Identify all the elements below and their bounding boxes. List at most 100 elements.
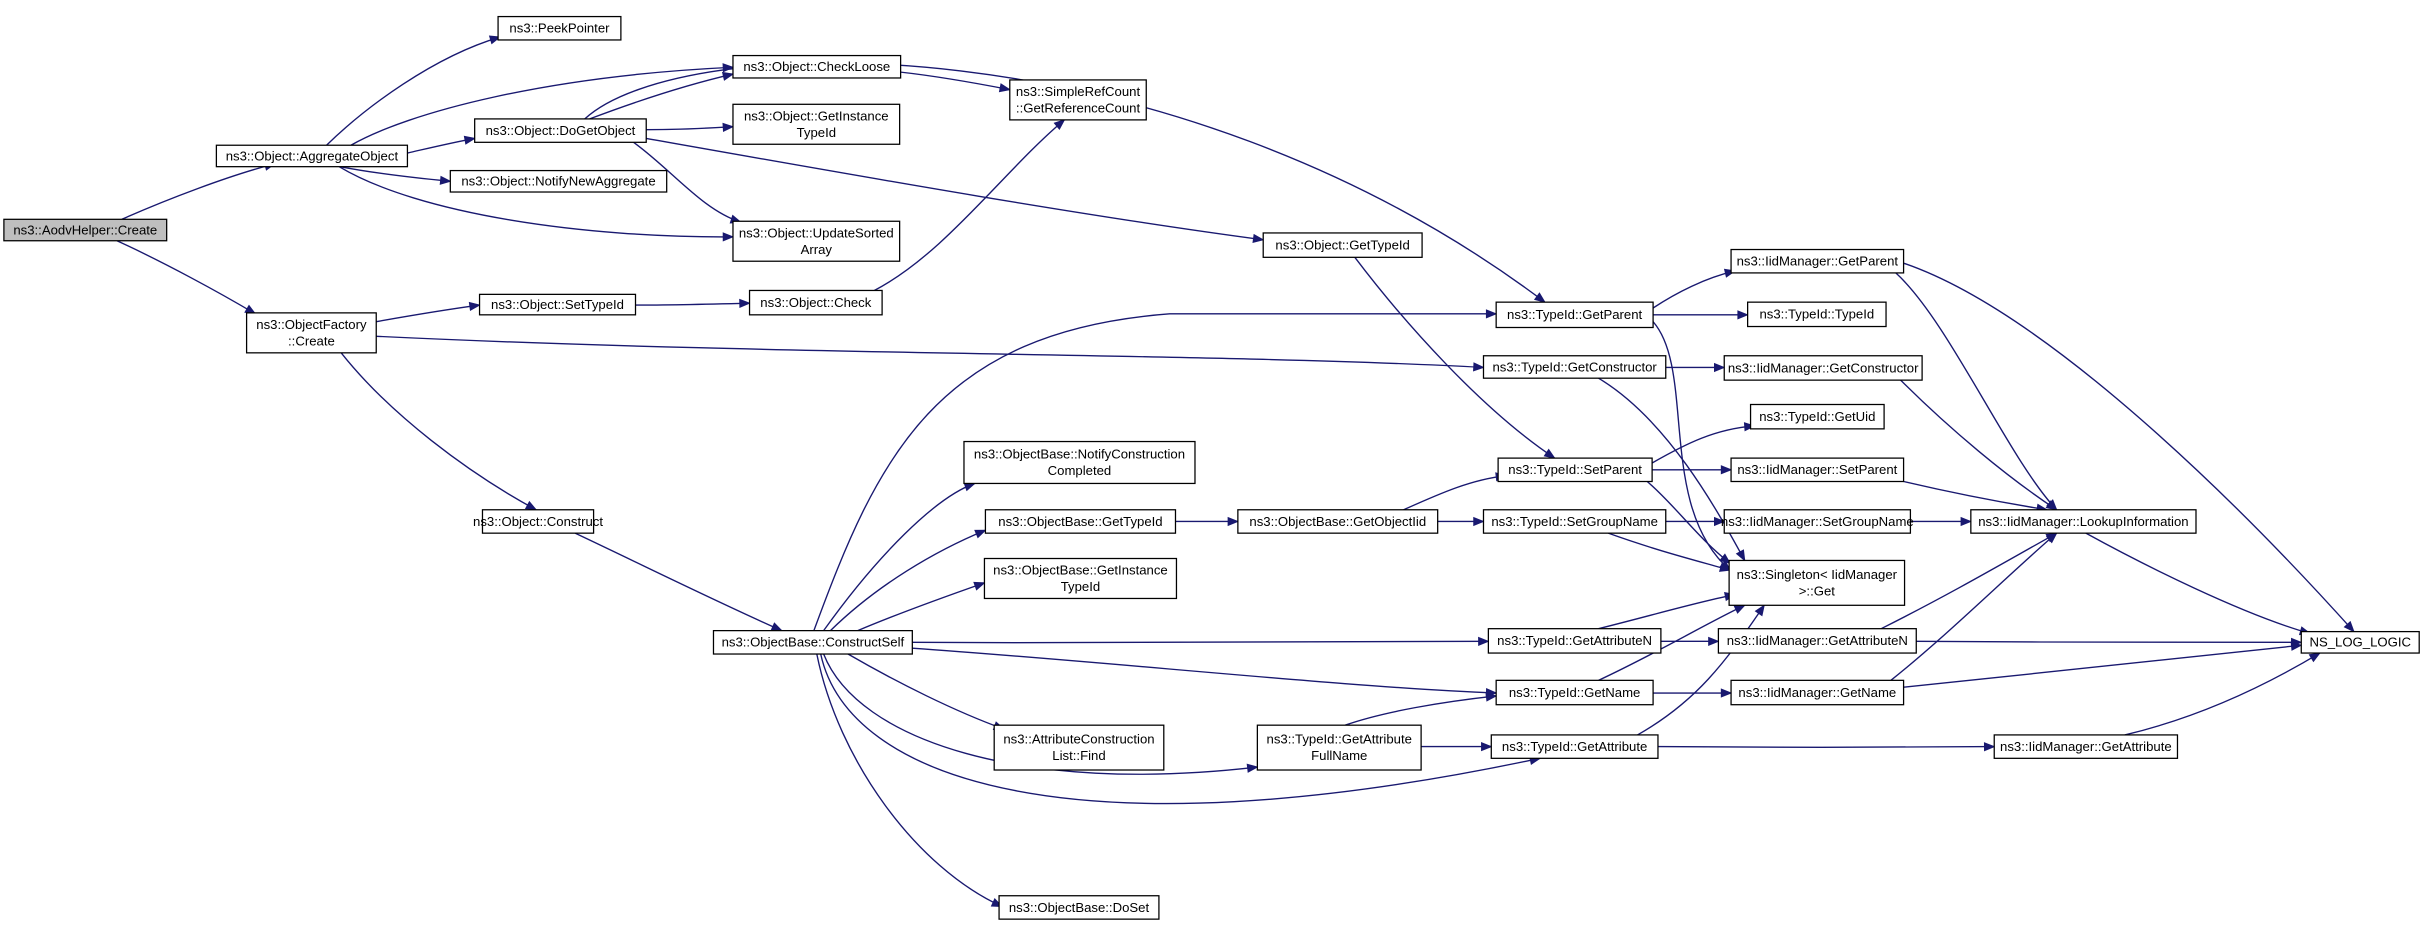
function-node[interactable]: ns3::IidManager::GetParent [1730,248,1905,274]
call-edge [635,298,751,309]
call-edge [1890,532,2058,681]
arrow-head [722,122,735,132]
node-label: ns3::IidManager::GetParent [1737,254,1899,269]
node-box [245,312,377,354]
function-node[interactable]: ns3::Object::GetTypeId [1262,232,1423,258]
function-node[interactable]: ns3::Singleton< IidManager >::Get [1728,559,1906,606]
arrow-head [1714,516,1726,527]
edge-line [646,126,734,131]
call-edge [338,166,735,242]
call-edge [813,309,1498,631]
node-box [1723,355,1923,381]
node-label: ns3::Object::GetInstance [744,108,889,123]
edge-line [1880,532,2057,630]
function-node[interactable]: ns3::Object::NotifyNewAggregate [449,169,668,193]
node-label: ns3::Object::AggregateObject [226,148,399,163]
arrow-head [1543,448,1556,459]
function-node[interactable]: ns3::Object::SetTypeId [478,293,637,316]
arrow-head [1708,636,1720,646]
function-node[interactable]: ns3::Object::Check [748,289,883,316]
edge-line [1344,695,1497,726]
call-edge [1652,268,1737,309]
function-node[interactable]: ns3::SimpleRefCount::GetReferenceCount [1009,79,1147,121]
arrow-head [2290,641,2303,651]
function-node[interactable]: ns3::TypeId::GetAttributeN [1487,628,1662,654]
node-label: ns3::IidManager::SetParent [1737,462,1897,477]
call-edge [1653,310,1749,320]
node-label: ns3::PeekPointer [509,21,610,36]
function-node[interactable]: ns3::AodvHelper::Create [3,218,168,242]
function-node[interactable]: ns3::IidManager::GetAttribute [1993,734,2179,759]
node-label: ns3::Singleton< IidManager [1737,567,1898,582]
function-node[interactable]: ns3::Object::DoGetObject [474,118,647,143]
function-node[interactable]: ns3::TypeId::GetAttribute [1490,734,1659,759]
function-node[interactable]: NS_LOG_LOGIC [2300,630,2420,654]
node-box [1482,509,1667,534]
function-node[interactable]: ns3::ObjectBase::ConstructSelf [712,629,913,655]
function-node[interactable]: ns3::ObjectBase::NotifyConstructionCompl… [963,440,1196,485]
function-node[interactable]: ns3::TypeId::TypeId [1747,301,1887,328]
call-edge [121,161,277,220]
node-box [1993,734,2179,759]
edge-line [1354,256,1556,459]
edge-line [1598,593,1736,630]
function-node[interactable]: ns3::TypeId::GetParent [1495,301,1654,329]
edge-line [1651,425,1755,464]
function-node[interactable]: ns3::IidManager::GetName [1730,679,1905,706]
arrow-head [1737,310,1749,320]
node-label: ns3::TypeId::GetAttribute [1502,739,1647,754]
arrow-head [1714,362,1726,373]
node-box [2300,630,2420,654]
function-node[interactable]: ns3::ObjectFactory::Create [245,312,377,354]
node-label: ns3::ObjectBase::NotifyConstruction [974,447,1185,462]
function-node[interactable]: ns3::PeekPointer [497,15,622,41]
edge-line [1895,272,2058,511]
call-edge [2124,652,2321,736]
edge-line [912,647,1497,694]
arrow-head [1743,422,1756,432]
arrow-head [1754,604,1765,617]
function-node[interactable]: ns3::ObjectBase::DoSet [998,895,1160,920]
node-label: ns3::IidManager::LookupInformation [1978,514,2188,529]
node-label: ns3::ObjectBase::ConstructSelf [722,635,905,650]
edge-line [407,137,475,154]
function-node[interactable]: ns3::IidManager::LookupInformation [1970,509,2197,534]
call-edge [873,119,1066,292]
edge-line [1903,644,2302,688]
arrow-head [1473,516,1485,527]
function-node[interactable]: ns3::IidManager::GetConstructor [1723,355,1923,381]
arrow-head [2045,532,2058,544]
function-node[interactable]: ns3::IidManager::SetGroupName [1721,509,1914,534]
arrow-head [739,298,751,309]
call-edge [376,335,1485,372]
edge-line [1598,604,1746,681]
function-node[interactable]: ns3::TypeId::GetUid [1749,403,1885,430]
edge-line [589,73,734,120]
arrow-head [963,482,976,492]
function-node[interactable]: ns3::ObjectBase::GetObjectIid [1237,509,1439,534]
function-node[interactable]: ns3::Object::Construct [473,509,603,534]
function-node[interactable]: ns3::TypeId::GetConstructor [1482,355,1667,379]
node-label: ns3::TypeId::TypeId [1759,307,1874,322]
node-box [449,169,668,193]
edge-line [873,119,1065,292]
function-node[interactable]: ns3::TypeId::SetGroupName [1482,509,1667,534]
function-node[interactable]: ns3::TypeId::SetParent [1497,457,1653,483]
function-node[interactable]: ns3::Object::CheckLoose [732,54,902,79]
function-node[interactable]: ns3::Object::AggregateObject [215,144,409,168]
function-node[interactable]: ns3::ObjectBase::GetTypeId [984,509,1177,534]
call-edge [589,71,735,120]
function-node[interactable]: ns3::TypeId::GetName [1495,679,1654,706]
arrow-head [998,83,1012,93]
function-node[interactable]: ns3::IidManager::GetAttributeN [1717,628,1917,654]
arrow-head [974,529,987,539]
call-edge [900,71,1012,93]
edge-line [1598,377,1746,561]
call-edge [1660,636,1720,646]
function-node[interactable]: ns3::IidManager::SetParent [1730,457,1905,483]
